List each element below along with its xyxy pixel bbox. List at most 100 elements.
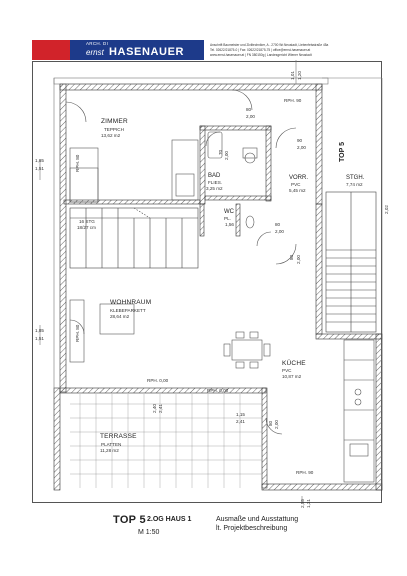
dim-door-bad-width: 70 bbox=[218, 149, 223, 155]
door-arc-vorr bbox=[275, 127, 297, 149]
door-arc-zimmer bbox=[65, 101, 87, 123]
wall-bad-bottom bbox=[204, 195, 272, 201]
wall-kitchen-top bbox=[315, 333, 383, 340]
kitchen-counter bbox=[343, 339, 375, 483]
footer-title: TOP 5 bbox=[113, 514, 146, 526]
room-area-terrasse: 11,28 m2 bbox=[100, 448, 119, 453]
room-area-bad: 3,25 m2 bbox=[206, 186, 223, 191]
wardrobe bbox=[171, 139, 199, 201]
toilet bbox=[245, 215, 255, 229]
terrace-tiles bbox=[70, 394, 262, 488]
room-name-bad: BAD bbox=[208, 173, 221, 179]
room-area-wohnraum: 28,64 m2 bbox=[110, 314, 130, 319]
logo-blue-block bbox=[70, 40, 204, 60]
stairs-ratio: 18/27 cm bbox=[77, 225, 96, 230]
door-arc-wr bbox=[275, 243, 297, 265]
room-name-wohnraum: WOHNRAUM bbox=[110, 299, 152, 306]
dim-top-101: 1,01 bbox=[290, 71, 295, 80]
wall-terrace-line bbox=[59, 387, 267, 394]
room-floor-zimmer: TEPPICH bbox=[104, 127, 124, 132]
wall-bad-left bbox=[199, 125, 206, 205]
room-area-stgh: 7,74 m2 bbox=[346, 182, 363, 187]
dim-left-185-top: 1,85 bbox=[35, 158, 44, 163]
dim-rph0-left: RPH. 0,00 bbox=[147, 378, 169, 383]
sofa bbox=[69, 299, 85, 363]
dim-door-wc-width: 80 bbox=[275, 222, 281, 227]
room-name-vorr: VORR. bbox=[289, 175, 309, 181]
wall-right-upper bbox=[315, 83, 323, 205]
terrace-parapet bbox=[53, 387, 61, 491]
address-line-3: www.ernst-hasenauer.at | FN 380150g | La… bbox=[210, 53, 312, 57]
dining-set bbox=[223, 331, 271, 369]
stair-right bbox=[325, 191, 377, 333]
stairs-count: 16 STG bbox=[79, 219, 95, 224]
dim-stairs-side: 2,02 bbox=[384, 205, 389, 214]
room-floor-wohnraum: KLEBEPARKETT bbox=[110, 308, 146, 313]
unit-label-vertical: TOP 5 bbox=[339, 142, 346, 162]
room-area-wc: 1,56 bbox=[225, 222, 234, 227]
wall-top bbox=[59, 83, 323, 91]
wall-stair bbox=[315, 203, 323, 335]
room-floor-terrasse: PLATTEN bbox=[101, 442, 122, 447]
room-area-vorr: 5,45 m2 bbox=[289, 188, 306, 193]
address-line-2: Tel. 02622/21875-0 | Fax: 02622/21875-75… bbox=[210, 48, 311, 52]
dim-left-151-bottom: 1,51 bbox=[35, 336, 44, 341]
drawing-frame bbox=[32, 61, 382, 503]
footer-note-2: lt. Projektbeschreibung bbox=[216, 525, 288, 532]
dim-terrace-115: 1,15 bbox=[236, 412, 245, 417]
dim-rph0-right: RPH. 0,00 bbox=[207, 388, 229, 393]
room-name-zimmer: ZIMMER bbox=[101, 118, 128, 125]
logo-lastname: HASENAUER bbox=[109, 46, 185, 58]
wall-bottom bbox=[261, 483, 383, 491]
address-line-1: Anschrift Baumeister und Ziviltechniker,… bbox=[210, 43, 329, 47]
bathtub bbox=[207, 131, 223, 159]
logo-prefix: ARCH. DI bbox=[86, 41, 109, 46]
room-area-kueche: 10,87 m2 bbox=[282, 374, 302, 379]
dim-left-185-bottom: 1,85 bbox=[35, 328, 44, 333]
wall-terrace-right bbox=[261, 387, 268, 489]
dim-top-120: 1,20 bbox=[297, 71, 302, 80]
dim-door-b-height: 2,00 bbox=[297, 145, 306, 150]
dim-window-wohn: RPH. 80 bbox=[75, 324, 80, 342]
dim-rph90-bottom: RPH. 90 bbox=[296, 470, 314, 475]
dim-door-a-width: 80 bbox=[246, 107, 252, 112]
dim-door-b-width: 90 bbox=[297, 138, 303, 143]
dim-door-a-height: 2,00 bbox=[246, 114, 255, 119]
logo-firstname: ernst bbox=[86, 48, 104, 57]
room-name-wc: WC bbox=[224, 209, 234, 215]
dim-terrace-241: 2,41 bbox=[158, 404, 163, 413]
room-area-zimmer: 13,62 m2 bbox=[101, 133, 121, 138]
room-name-kueche: KÜCHE bbox=[282, 360, 306, 367]
room-floor-kueche: PVC bbox=[282, 368, 292, 373]
footer-note-1: Ausmaße und Ausstattung bbox=[216, 516, 299, 523]
dim-door-terrace-width: 80 bbox=[268, 420, 273, 426]
room-floor-wc: PL. bbox=[224, 216, 231, 221]
dim-door-bad-height: 2,00 bbox=[224, 151, 229, 160]
dim-rph90-top: RPH. 90 bbox=[284, 98, 302, 103]
footer-subtitle: 2.OG HAUS 1 bbox=[147, 516, 192, 523]
dim-terrace-240: 2,40 bbox=[152, 404, 157, 413]
wall-wc bbox=[235, 203, 241, 237]
room-floor-bad: FLIES. bbox=[208, 180, 223, 185]
dim-bottom-131: 1,31 bbox=[306, 499, 311, 508]
coffee-table bbox=[99, 303, 135, 335]
dim-door-terrace-height: 2,00 bbox=[274, 420, 279, 429]
wall-wc-left bbox=[199, 203, 205, 237]
footer-scale: M 1:50 bbox=[138, 529, 160, 536]
dim-bottom-255: 2,55 bbox=[300, 499, 305, 508]
dim-terrace-241b: 2,41 bbox=[236, 419, 245, 424]
room-name-stgh: STGH. bbox=[346, 175, 365, 181]
wall-bad-right bbox=[265, 125, 272, 202]
wall-bad-top bbox=[199, 125, 272, 131]
room-name-terrasse: TERRASSE bbox=[100, 433, 137, 440]
dim-window-zimmer: RPH. 80 bbox=[75, 154, 80, 172]
door-arc-terrace bbox=[265, 417, 283, 435]
dim-door-wc-height: 2,00 bbox=[275, 229, 284, 234]
logo-red-block bbox=[32, 40, 70, 60]
dim-door-wr-width: 80 bbox=[289, 254, 294, 260]
stair-interior bbox=[69, 207, 199, 269]
dim-door-wr-height: 2,00 bbox=[296, 255, 301, 264]
room-floor-vorr: PVC bbox=[291, 182, 301, 187]
door-arc-a bbox=[231, 89, 253, 111]
